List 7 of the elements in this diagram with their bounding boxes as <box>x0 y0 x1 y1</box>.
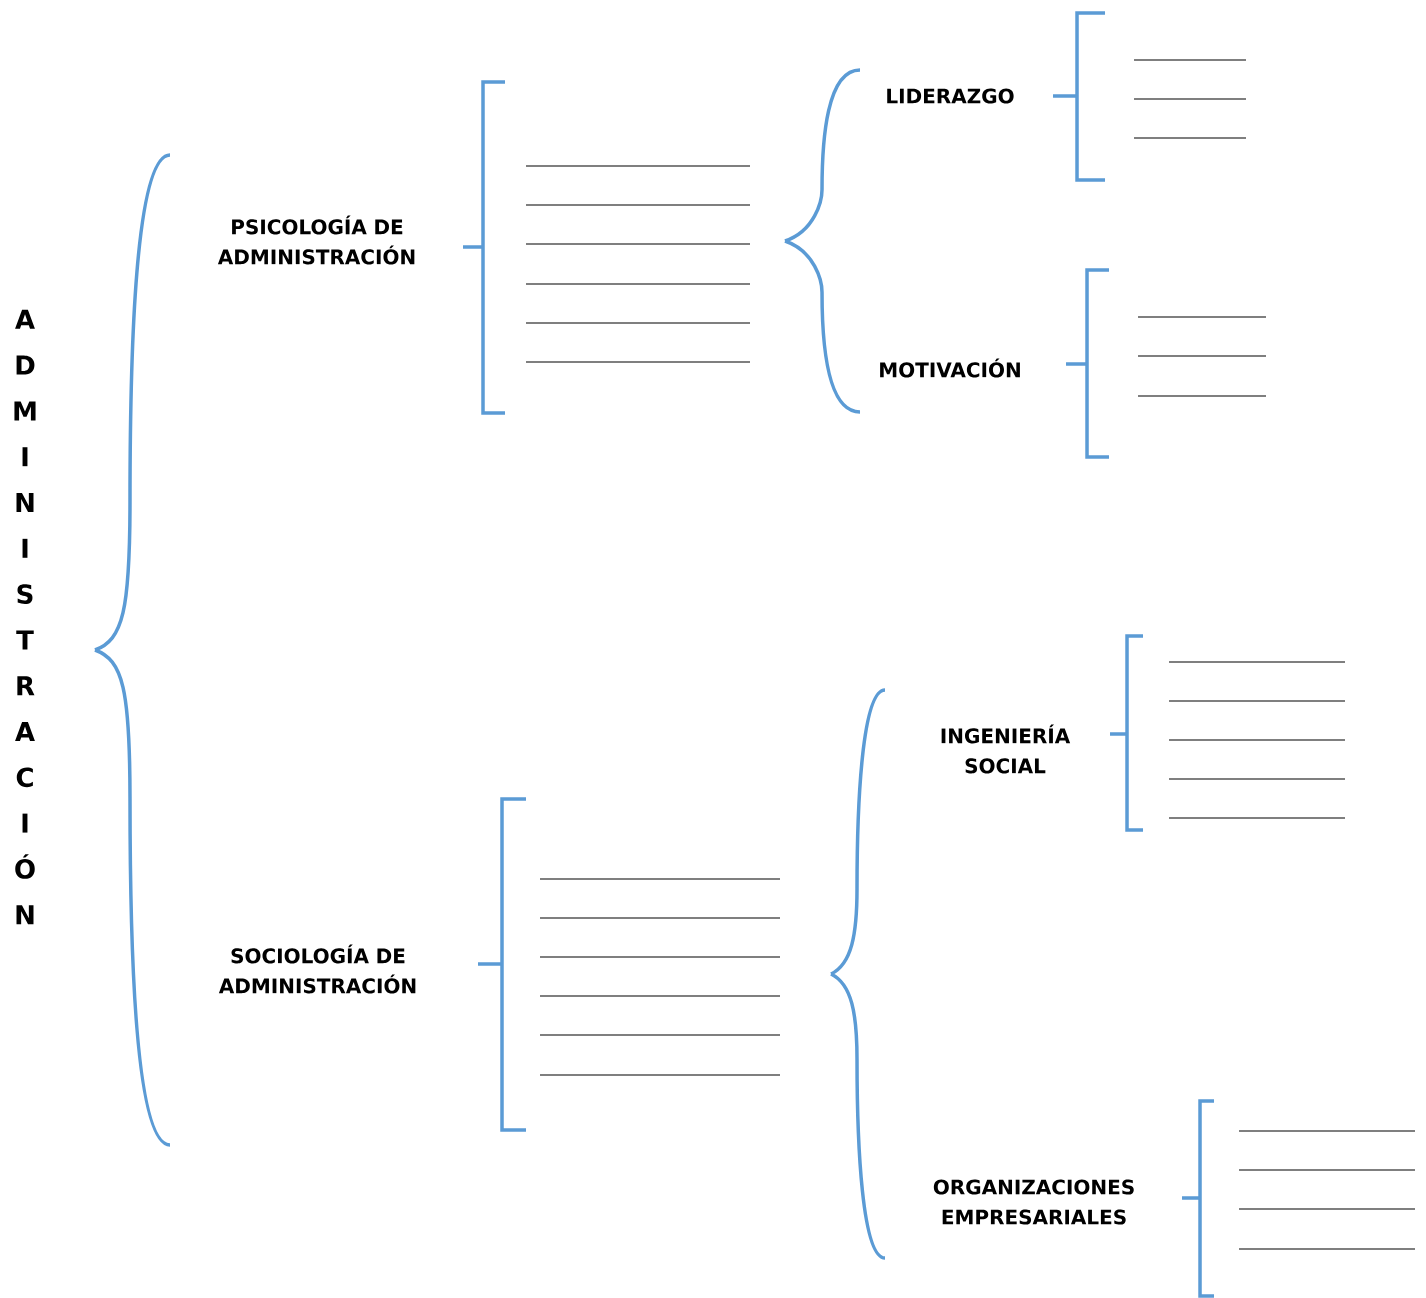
heading: PSICOLOGÍA DE ADMINISTRACIÓN <box>217 215 415 265</box>
heading: INGENIERÍA SOCIAL <box>941 724 1071 774</box>
heading: SOCIOLOGÍA DE ADMINISTRACIÓN <box>218 944 416 994</box>
heading: MOTIVACIÓN <box>880 358 1020 378</box>
vertical-title: ADMINISTRACIÓN <box>14 309 36 925</box>
heading: ORGANIZACIONES EMPRESARIALES <box>933 1179 1134 1225</box>
heading: LIDERAZGO <box>887 88 1014 104</box>
